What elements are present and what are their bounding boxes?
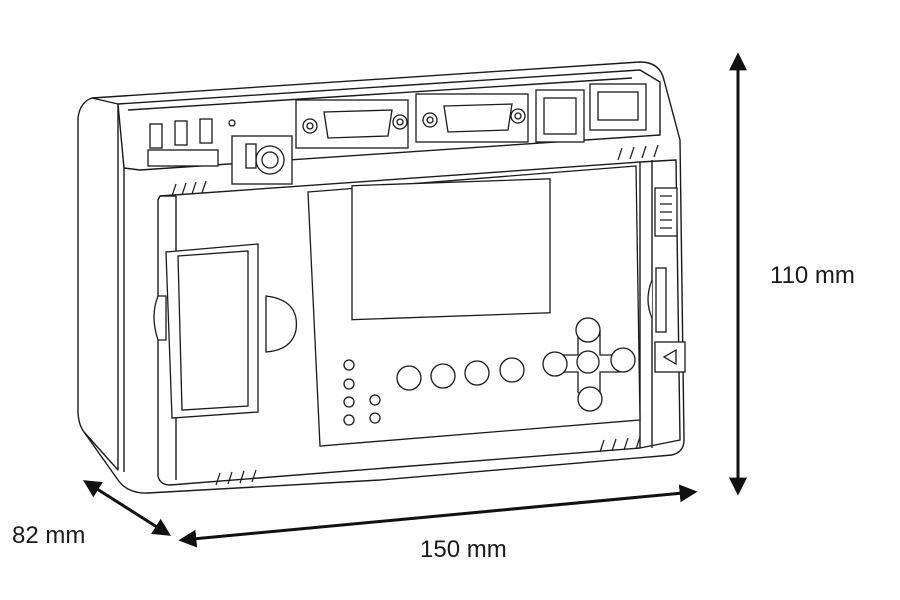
side-module: [153, 243, 298, 419]
front-panel: [307, 165, 641, 447]
depth-arrow: [82, 480, 172, 536]
right-side-ports: [647, 187, 686, 373]
display-screen: [351, 178, 551, 321]
top-connectors: [147, 83, 647, 185]
width-arrow: [178, 484, 698, 548]
vent-slots: [171, 144, 659, 486]
width-label: 150 mm: [420, 536, 507, 563]
height-label: 110 mm: [770, 262, 855, 289]
dimension-arrows: [82, 52, 747, 548]
depth-label: 82 mm: [12, 522, 86, 549]
